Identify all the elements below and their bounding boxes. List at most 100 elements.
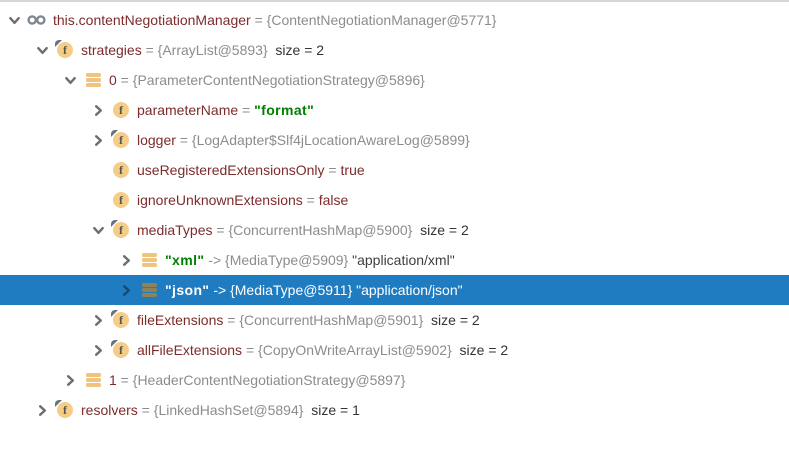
chevron-down-icon[interactable]	[34, 42, 50, 58]
text-segment-name: fileExtensions	[137, 312, 224, 328]
text-segment-string: "xml"	[165, 252, 205, 268]
text-segment-gray: =	[116, 72, 133, 88]
text-segment-name: 1	[109, 372, 117, 388]
text-segment-darkstr: "application/json"	[356, 282, 463, 298]
text-segment-gray: =	[212, 222, 229, 238]
variable-row[interactable]: 0 = {ParameterContentNegotiationStrategy…	[0, 65, 789, 95]
variable-text: ignoreUnknownExtensions = false	[137, 192, 348, 208]
text-segment-dark: size = 2	[412, 222, 469, 238]
text-segment-gray: =	[238, 102, 255, 118]
chevron-down-icon[interactable]	[90, 222, 106, 238]
text-segment-gray: =	[175, 132, 192, 148]
variable-text: "json" -> {MediaType@5911} "application/…	[165, 282, 463, 298]
text-segment-name: useRegisteredExtensionsOnly	[137, 162, 325, 178]
chevron-right-icon[interactable]	[62, 372, 78, 388]
variable-row[interactable]: f resolvers = {LinkedHashSet@5894} size …	[0, 395, 789, 425]
text-segment-name: mediaTypes	[137, 222, 213, 238]
chevron-right-icon[interactable]	[90, 132, 106, 148]
field-pinned-icon: f	[55, 40, 75, 59]
text-segment-string: "json"	[165, 282, 210, 298]
variable-row[interactable]: f logger = {LogAdapter$Slf4jLocationAwar…	[0, 125, 789, 155]
text-segment-gray: {ParameterContentNegotiationStrategy@589…	[132, 72, 425, 88]
array-element-icon	[139, 251, 159, 269]
field-icon: f	[111, 191, 131, 209]
variable-row[interactable]: f mediaTypes = {ConcurrentHashMap@5900} …	[0, 215, 789, 245]
variable-row[interactable]: f allFileExtensions = {CopyOnWriteArrayL…	[0, 335, 789, 365]
field-pinned-icon: f	[55, 400, 75, 419]
text-segment-gray: {ConcurrentHashMap@5900}	[228, 222, 413, 238]
variable-text: 1 = {HeaderContentNegotiationStrategy@58…	[109, 372, 405, 388]
variable-text: parameterName = "format"	[137, 102, 314, 118]
chevron-down-icon[interactable]	[62, 72, 78, 88]
text-segment-gray: ->	[209, 282, 231, 298]
variable-row[interactable]: f parameterName = "format"	[0, 95, 789, 125]
text-segment-gray: {MediaType@5909}	[225, 252, 353, 268]
text-segment-gray: {ContentNegotiationManager@5771}	[266, 12, 497, 28]
chevron-right-icon[interactable]	[90, 102, 106, 118]
text-segment-gray: =	[116, 372, 133, 388]
field-pinned-icon: f	[111, 310, 131, 329]
text-segment-name: ignoreUnknownExtensions	[137, 192, 303, 208]
text-segment-name: strategies	[81, 42, 142, 58]
chevron-right-icon[interactable]	[118, 282, 134, 298]
text-segment-keyword: false	[318, 192, 349, 208]
text-segment-gray: =	[242, 342, 259, 358]
chevron-right-icon[interactable]	[90, 342, 106, 358]
chevron-down-icon[interactable]	[6, 12, 22, 28]
array-element-icon	[83, 71, 103, 89]
chevron-placeholder	[90, 192, 106, 208]
variable-text: resolvers = {LinkedHashSet@5894} size = …	[81, 402, 360, 418]
text-segment-gray: {HeaderContentNegotiationStrategy@5897}	[132, 372, 406, 388]
variable-row[interactable]: "json" -> {MediaType@5911} "application/…	[0, 275, 789, 305]
text-segment-gray: =	[302, 192, 319, 208]
text-segment-name: logger	[137, 132, 176, 148]
variable-row[interactable]: "xml" -> {MediaType@5909} "application/x…	[0, 245, 789, 275]
text-segment-dark: size = 2	[267, 42, 325, 58]
field-pinned-icon: f	[111, 220, 131, 239]
variable-row[interactable]: f fileExtensions = {ConcurrentHashMap@59…	[0, 305, 789, 335]
variable-text: useRegisteredExtensionsOnly = true	[137, 162, 365, 178]
text-segment-name: resolvers	[81, 402, 138, 418]
text-segment-gray: {CopyOnWriteArrayList@5902}	[258, 342, 452, 358]
field-pinned-icon: f	[111, 340, 131, 359]
text-segment-name: allFileExtensions	[137, 342, 243, 358]
text-segment-gray: {LogAdapter$Slf4jLocationAwareLog@5899}	[191, 132, 470, 148]
variable-text: strategies = {ArrayList@5893} size = 2	[81, 42, 324, 58]
variable-text: fileExtensions = {ConcurrentHashMap@5901…	[137, 312, 480, 328]
text-segment-gray: =	[137, 402, 154, 418]
text-segment-gray: ->	[204, 252, 226, 268]
array-element-icon	[139, 281, 159, 299]
array-element-icon	[83, 371, 103, 389]
text-segment-string: "format"	[254, 102, 315, 118]
text-segment-gray: {MediaType@5911}	[230, 282, 357, 298]
variable-row[interactable]: f useRegisteredExtensionsOnly = true	[0, 155, 789, 185]
text-segment-name: parameterName	[137, 102, 239, 118]
text-segment-gray: {ArrayList@5893}	[157, 42, 268, 58]
variable-text: logger = {LogAdapter$Slf4jLocationAwareL…	[137, 132, 470, 148]
chevron-right-icon[interactable]	[90, 312, 106, 328]
variable-row[interactable]: 1 = {HeaderContentNegotiationStrategy@58…	[0, 365, 789, 395]
text-segment-gray: {LinkedHashSet@5894}	[153, 402, 304, 418]
field-icon: f	[111, 101, 131, 119]
text-segment-gray: {ConcurrentHashMap@5901}	[239, 312, 424, 328]
text-segment-gray: =	[141, 42, 158, 58]
variable-text: "xml" -> {MediaType@5909} "application/x…	[165, 252, 455, 268]
chevron-placeholder	[90, 162, 106, 178]
text-segment-gray: =	[250, 12, 267, 28]
text-segment-gray: =	[324, 162, 341, 178]
text-segment-gray: =	[223, 312, 240, 328]
variable-text: allFileExtensions = {CopyOnWriteArrayLis…	[137, 342, 508, 358]
field-icon: f	[111, 161, 131, 179]
text-segment-name: this.contentNegotiationManager	[53, 12, 251, 28]
variable-row[interactable]: this.contentNegotiationManager = {Conten…	[0, 5, 789, 35]
variable-row[interactable]: f ignoreUnknownExtensions = false	[0, 185, 789, 215]
text-segment-darkstr: "application/xml"	[352, 252, 455, 268]
chevron-right-icon[interactable]	[34, 402, 50, 418]
text-segment-dark: size = 2	[451, 342, 509, 358]
text-segment-name: 0	[109, 72, 117, 88]
chevron-right-icon[interactable]	[118, 252, 134, 268]
variable-text: 0 = {ParameterContentNegotiationStrategy…	[109, 72, 425, 88]
text-segment-dark: size = 2	[423, 312, 480, 328]
variable-row[interactable]: f strategies = {ArrayList@5893} size = 2	[0, 35, 789, 65]
